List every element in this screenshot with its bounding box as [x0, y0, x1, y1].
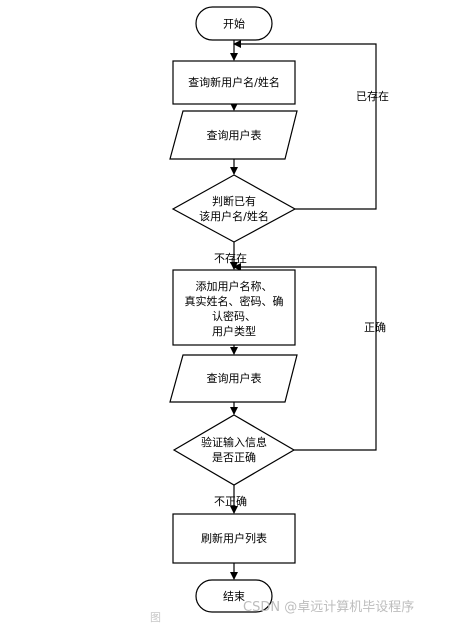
node-decision-verify: 验证输入信息 是否正确 — [172, 414, 296, 486]
refresh-list-label: 刷新用户列表 — [201, 531, 267, 545]
node-add-info: 添加用户名称、 真实姓名、密码、确 认密码、 用户类型 — [172, 269, 296, 346]
start-label: 开始 — [223, 17, 245, 31]
query-new-user-process — [172, 60, 296, 105]
end-terminator — [195, 579, 273, 613]
add-info-line3: 认密码、 — [212, 309, 256, 323]
node-query-new-user: 查询新用户名/姓名 — [172, 60, 296, 105]
node-start: 开始 — [195, 6, 273, 41]
edge-label-exists: 已存在 — [356, 89, 389, 103]
refresh-list-process — [172, 513, 296, 564]
add-info-process — [172, 269, 296, 346]
add-info-line1: 添加用户名称、 — [196, 279, 273, 293]
query-user-table-1-label: 查询用户表 — [207, 128, 262, 142]
figure-caption: 图 — [150, 611, 161, 623]
node-end: 结束 — [195, 579, 273, 613]
decision-exists-diamond — [171, 174, 297, 243]
end-label: 结束 — [223, 590, 245, 603]
decision-verify-line2: 是否正确 — [212, 451, 256, 464]
query-user-table-2-io — [169, 354, 298, 403]
watermark: CSDN @卓远计算机毕设程序 — [243, 600, 414, 615]
node-query-user-table-2: 查询用户表 — [169, 354, 298, 403]
start-terminator — [195, 6, 273, 41]
arrow-exists-loop — [233, 40, 377, 210]
add-info-line4: 用户类型 — [212, 324, 256, 338]
connectors — [230, 40, 377, 580]
node-refresh-list: 刷新用户列表 — [172, 513, 296, 564]
decision-exists-line1: 判断已有 — [212, 194, 256, 208]
query-user-table-2-label: 查询用户表 — [207, 371, 262, 385]
edge-label-incorrect: 不正确 — [214, 495, 247, 508]
add-info-line2: 真实姓名、密码、确 — [185, 294, 284, 308]
arrow-correct-loop — [233, 263, 377, 451]
decision-exists-line2: 该用户名/姓名 — [199, 209, 269, 223]
query-new-user-label: 查询新用户名/姓名 — [188, 75, 280, 89]
node-decision-exists: 判断已有 该用户名/姓名 — [171, 174, 297, 243]
query-user-table-1-io — [169, 110, 298, 160]
node-query-user-table-1: 查询用户表 — [169, 110, 298, 160]
decision-verify-diamond — [172, 414, 296, 486]
decision-verify-line1: 验证输入信息 — [201, 435, 267, 449]
edge-label-correct: 正确 — [364, 321, 386, 334]
edge-label-not-exists: 不存在 — [214, 251, 247, 265]
